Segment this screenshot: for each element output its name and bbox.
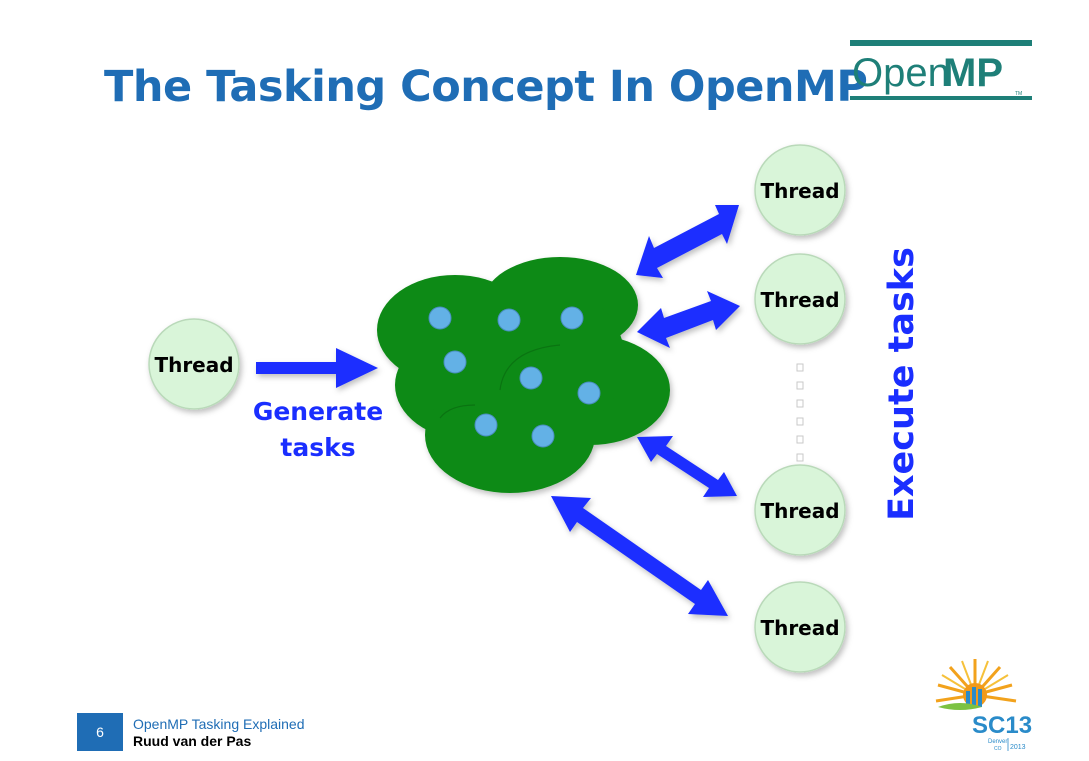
slide-number: 6 [77,713,123,751]
logo-bottom-bar [850,96,1032,100]
task-dots [428,306,601,448]
consumer-thread-label: Thread [760,288,839,312]
sc13-text: SC13 [972,712,1032,739]
sc13-logo: SC13 Denver CO 2013 [935,659,1032,752]
generate-label-line1: Generate [253,397,383,426]
execute-tasks-label: Execute tasks [882,247,922,521]
task-dot [560,306,584,330]
double-arrow-3 [637,436,737,497]
logo-top-bar [850,40,1032,46]
logo-tm: TM [1015,91,1022,97]
generate-arrow [256,348,378,388]
double-arrow-4 [551,496,728,616]
task-dot [497,308,521,332]
task-dot [443,350,467,374]
openmp-logo: Open MP TM [850,40,1032,100]
double-arrow-2 [637,291,740,348]
cloud-inner-outline [439,344,561,419]
logo-text-open: Open [852,51,950,95]
task-dot [519,366,543,390]
sun-rays-icon [935,659,1017,710]
task-dot [474,413,498,437]
task-dot [577,381,601,405]
consumer-thread-label: Thread [760,179,839,203]
sc13-state: CO [994,746,1002,752]
generate-label-line2: tasks [280,433,355,462]
task-dot [428,306,452,330]
consumer-thread-4: Thread [754,581,846,673]
task-dot [531,424,555,448]
footer-title: OpenMP Tasking Explained [133,716,305,732]
consumer-thread-label: Thread [760,499,839,523]
consumer-thread-1: Thread [754,144,846,236]
double-arrow-1 [636,205,739,278]
vertical-ellipsis [796,363,804,462]
consumer-thread-2: Thread [754,253,846,345]
producer-thread: Thread [148,318,240,410]
slide-title: The Tasking Concept In OpenMP [104,62,868,112]
consumer-thread-3: Thread [754,464,846,556]
logo-text-mp: MP [943,51,1003,95]
consumer-thread-label: Thread [760,616,839,640]
producer-thread-label: Thread [154,353,233,377]
sc13-year: 2013 [1010,744,1026,751]
sc13-city: Denver [988,739,1007,745]
footer-author: Ruud van der Pas [133,733,252,749]
